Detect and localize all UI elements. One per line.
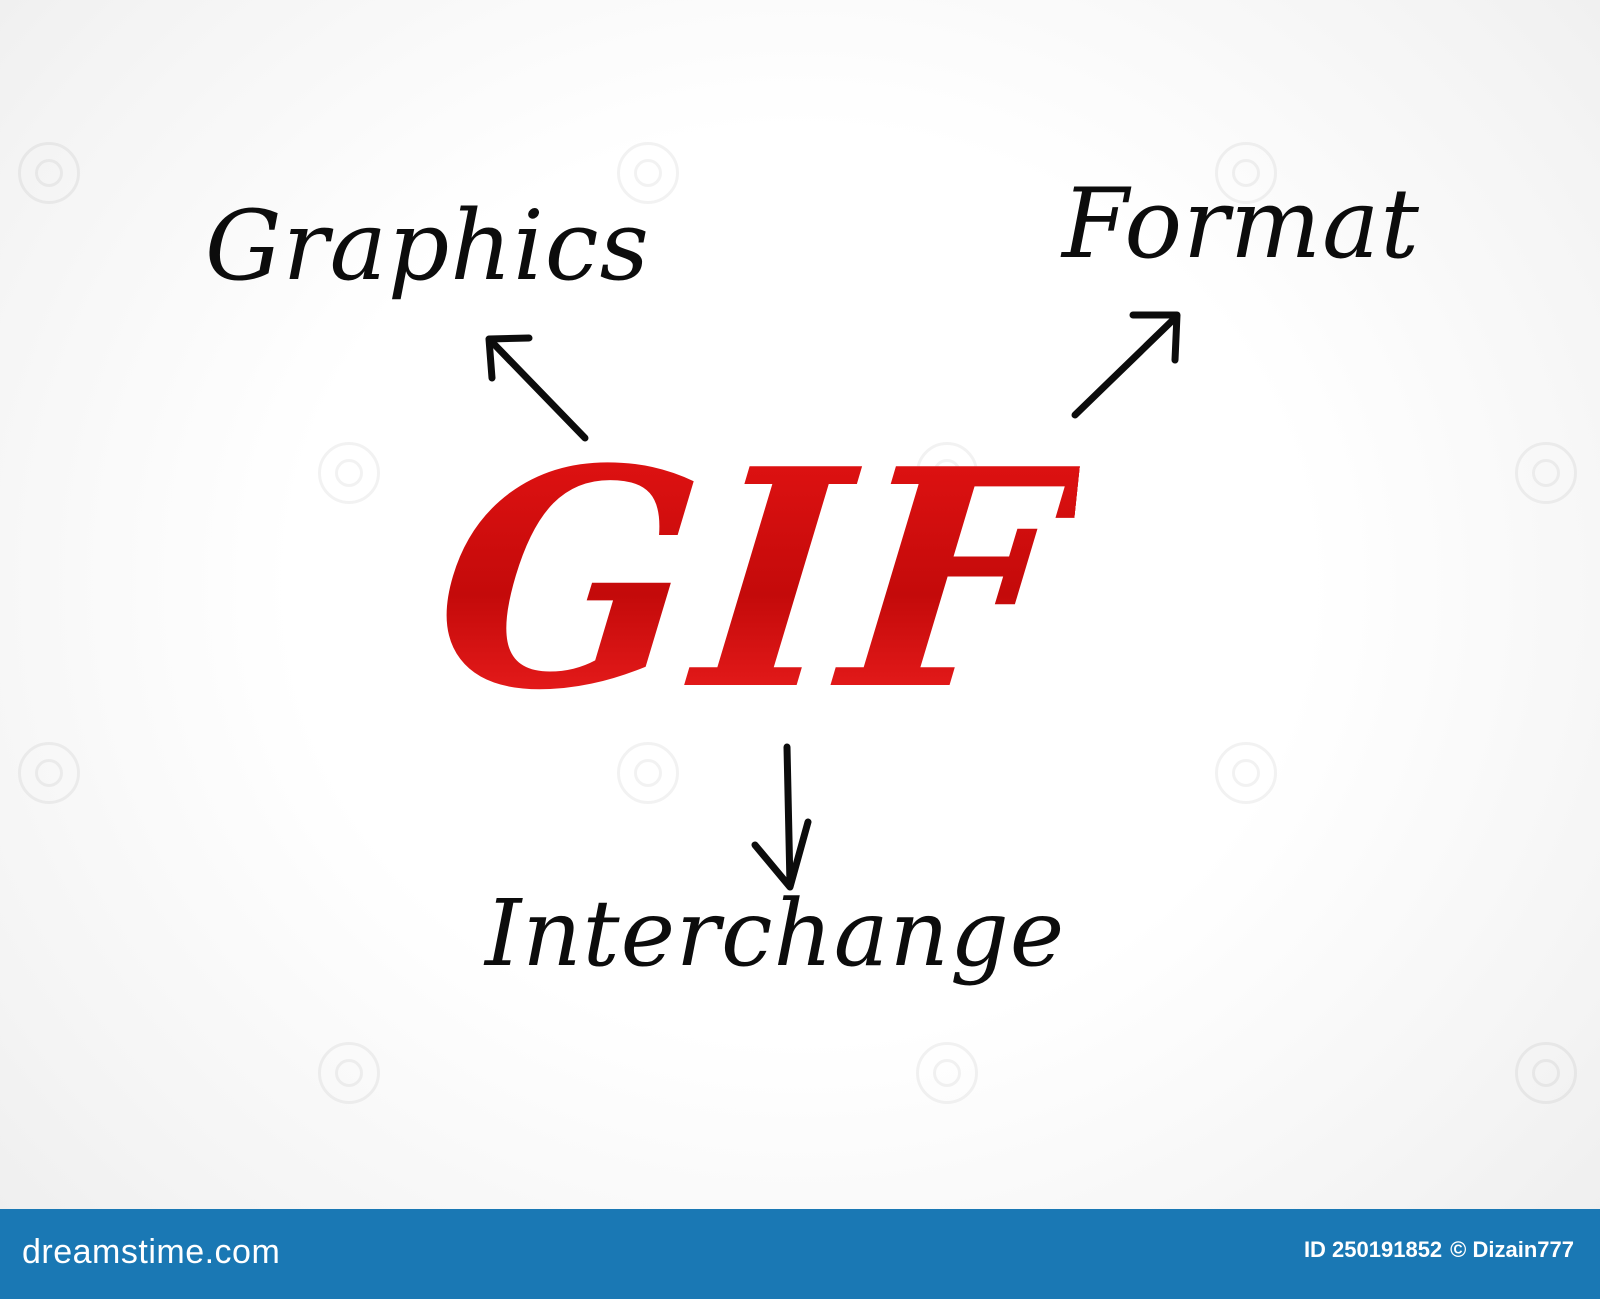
- watermark-swirl-icon: [916, 1042, 978, 1104]
- watermark-swirl-icon: [318, 442, 380, 504]
- arrows-layer: [485, 311, 1181, 891]
- watermark-swirl-icon: [318, 1042, 380, 1104]
- arrow-to-graphics-icon: [485, 334, 589, 442]
- footer-brand-logo: dreamstime.com: [22, 1233, 281, 1271]
- watermark-swirl-icon: [1215, 142, 1277, 204]
- arrow-to-interchange-icon: [751, 743, 812, 891]
- watermark-swirl-icon: [617, 742, 679, 804]
- watermark-swirl-icon: [18, 742, 80, 804]
- stock-footer-bar: dreamstime.com ID 250191852 © Dizain777: [0, 1209, 1600, 1299]
- term-graphics: Graphics: [205, 190, 650, 302]
- watermark-swirl-icon: [1515, 1042, 1577, 1104]
- term-format: Format: [1062, 168, 1420, 280]
- arrow-to-format-icon: [1071, 311, 1181, 419]
- term-interchange: Interchange: [485, 880, 1066, 987]
- watermark-swirl-icon: [18, 142, 80, 204]
- watermark-swirl-icon: [1515, 442, 1577, 504]
- watermark-swirl-icon: [617, 142, 679, 204]
- footer-author: © Dizain777: [1450, 1237, 1574, 1262]
- watermark-swirl-icon: [916, 442, 978, 504]
- watermark-swirl-icon: [1215, 742, 1277, 804]
- footer-image-id: ID 250191852: [1303, 1237, 1443, 1262]
- footer-image-credit: ID 250191852 © Dizain777: [1296, 1237, 1574, 1263]
